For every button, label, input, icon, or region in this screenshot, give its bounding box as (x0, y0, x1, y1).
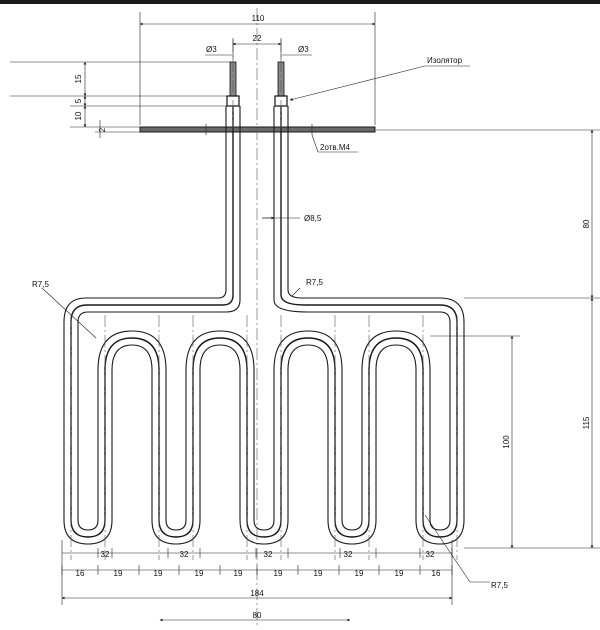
dim-seg-outer: 16 (432, 569, 441, 578)
dim-loop-height: 100 (502, 435, 511, 449)
dim-seg-inner: 19 (314, 569, 323, 578)
dim-loop-spacing: 32 (426, 550, 435, 559)
label-holes: 2отв.M4 (320, 143, 351, 152)
dim-loop-spacing: 32 (264, 550, 273, 559)
dim-bottom-extra: 80 (253, 611, 262, 620)
dim-straight-len: 80 (582, 219, 591, 228)
dim-seg-inner: 19 (154, 569, 163, 578)
label-radius-center: R7,5 (306, 278, 323, 287)
dim-flange-width: 110 (252, 14, 265, 23)
heating-tube-inner (63, 106, 465, 545)
label-isolator: Изолятор (427, 56, 463, 65)
dim-pin-len: 15 (74, 74, 83, 83)
flange (139, 124, 376, 135)
label-tube-dia: Ø8,5 (304, 214, 322, 223)
dim-seg-inner: 19 (234, 569, 243, 578)
dim-loop-spacing: 32 (101, 550, 110, 559)
dim-10: 10 (74, 111, 83, 120)
dim-loop-spacing: 32 (344, 550, 353, 559)
dim-seg-inner: 19 (395, 569, 404, 578)
dim-2: 2 (98, 127, 107, 132)
dim-total-width: 184 (250, 589, 264, 598)
dim-loop-spacing: 32 (180, 550, 189, 559)
dim-seg-inner: 19 (195, 569, 204, 578)
dimension-lines (10, 12, 600, 622)
dim-seg-inner: 19 (274, 569, 283, 578)
dim-seg-inner: 19 (114, 569, 123, 578)
dim-seg-inner: 19 (355, 569, 364, 578)
label-pin-dia-left: Ø3 (206, 45, 217, 54)
heating-tube (70, 106, 458, 538)
label-radius-bottom: R7,5 (491, 581, 508, 590)
center-lines (70, 8, 458, 625)
dim-seg-outer: 16 (76, 569, 85, 578)
dim-total-height: 115 (582, 416, 591, 429)
label-radius-left: R7,5 (32, 280, 49, 289)
label-pin-dia-right: Ø3 (298, 45, 309, 54)
segment-ticks (61, 548, 453, 575)
dim-5: 5 (74, 98, 83, 103)
top-border-bar (0, 0, 600, 4)
dim-pin-spacing: 22 (253, 34, 262, 43)
